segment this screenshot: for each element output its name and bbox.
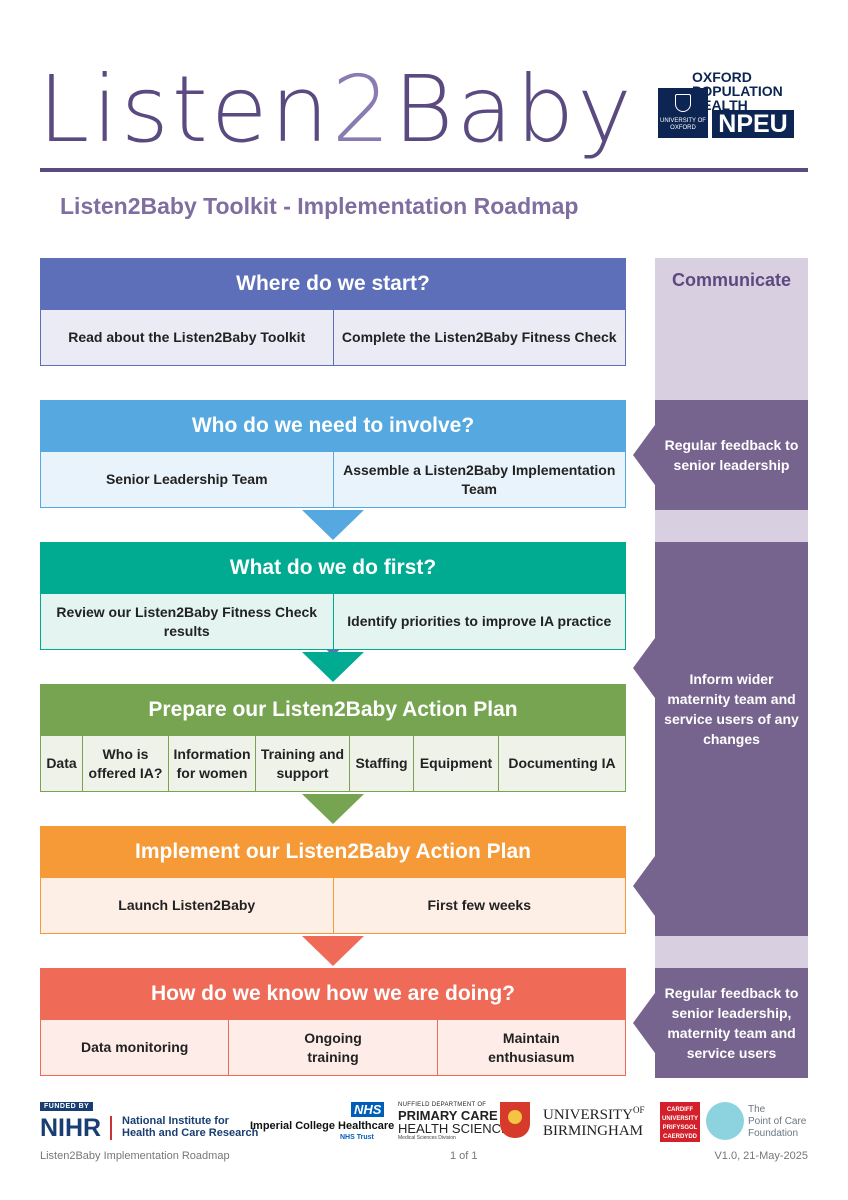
- primary-care-logo: PRIMARY CARE: [398, 1108, 498, 1123]
- birmingham-shield-icon: [500, 1102, 530, 1138]
- stage-item: Training and support: [255, 736, 349, 791]
- footer-document-name: Listen2Baby Implementation Roadmap: [40, 1150, 230, 1162]
- stage-title: How do we know how we are doing?: [40, 968, 626, 1020]
- stage-item: Complete the Listen2Baby Fitness Check: [332, 310, 626, 365]
- stage-title: Where do we start?: [40, 258, 626, 310]
- stage-title: Prepare our Listen2Baby Action Plan: [40, 684, 626, 736]
- stage-item: Ongoing training: [228, 1020, 436, 1075]
- stage-item: Information for women: [168, 736, 255, 791]
- oxford-crest-icon: UNIVERSITY OF OXFORD: [658, 88, 708, 138]
- footer-page-number: 1 of 1: [450, 1150, 478, 1162]
- communicate-note-1: Regular feedback to senior leadership: [633, 400, 808, 510]
- communicate-title: Communicate: [671, 270, 792, 290]
- point-of-care-circle-icon: [706, 1102, 744, 1140]
- stage-implement-action-plan: Implement our Listen2Baby Action Plan La…: [40, 826, 626, 934]
- stage-title: Who do we need to involve?: [40, 400, 626, 452]
- down-arrow-icon: [302, 936, 364, 966]
- stage-where-do-we-start: Where do we start? Read about the Listen…: [40, 258, 626, 656]
- communicate-note-2: Inform wider maternity team and service …: [633, 542, 808, 936]
- stage-item: Data: [46, 755, 77, 771]
- stage-item: Review our Listen2Baby Fitness Check res…: [56, 603, 318, 639]
- stage-item: Launch Listen2Baby: [118, 897, 256, 913]
- listen2baby-logo: Listen2Baby: [38, 56, 635, 163]
- stage-prepare-action-plan: Prepare our Listen2Baby Action Plan Data…: [40, 684, 626, 792]
- footer-version: V1.0, 21-May-2025: [714, 1150, 808, 1162]
- stage-who-to-involve: Who do we need to involve? Senior Leader…: [40, 400, 626, 508]
- funder-logos: FUNDED BY NIHR National Institute for He…: [40, 1102, 807, 1142]
- stage-item: Who is offered IA?: [82, 736, 168, 791]
- stage-item: Data monitoring: [81, 1039, 189, 1055]
- stage-title: What do we do first?: [40, 542, 626, 594]
- stage-item: Equipment: [413, 736, 498, 791]
- down-arrow-icon: [302, 794, 364, 824]
- nihr-logo: NIHR: [40, 1114, 102, 1142]
- header-divider: [40, 168, 808, 172]
- stage-how-are-we-doing: How do we know how we are doing? Data mo…: [40, 968, 626, 1076]
- down-arrow-icon: [302, 510, 364, 540]
- stage-item: Senior Leadership Team: [105, 471, 268, 487]
- stage-item: Assemble a Listen2Baby Implementation Te…: [332, 452, 626, 507]
- stage-what-first: What do we do first? Review our Listen2B…: [40, 542, 626, 650]
- stage-item: Documenting IA: [498, 736, 625, 791]
- stage-item: Read about the Listen2Baby Toolkit: [68, 329, 306, 345]
- oxford-npeu-logo: UNIVERSITY OF OXFORD OXFORD POPULATION H…: [658, 70, 810, 138]
- nhs-logo: NHS: [351, 1102, 385, 1117]
- stage-item: First few weeks: [332, 878, 626, 933]
- stage-item: Staffing: [349, 736, 413, 791]
- point-of-care-logo: The Point of Care Foundation: [748, 1104, 807, 1139]
- communicate-note-3: Regular feedback to senior leadership, m…: [633, 968, 808, 1078]
- down-arrow-icon: [302, 652, 364, 682]
- stage-item: Identify priorities to improve IA practi…: [332, 594, 626, 649]
- imperial-logo: Imperial College Healthcare: [250, 1120, 395, 1132]
- birmingham-logo: UNIVERSITYOF BIRMINGHAM: [543, 1105, 645, 1139]
- page-title: Listen2Baby Toolkit - Implementation Roa…: [60, 193, 579, 219]
- cardiff-logo: CARDIFF UNIVERSITY PRIFYSGOL CAERDYDD: [660, 1102, 700, 1142]
- stage-item: Maintain enthusiasum: [436, 1020, 625, 1075]
- stage-title: Implement our Listen2Baby Action Plan: [40, 826, 626, 878]
